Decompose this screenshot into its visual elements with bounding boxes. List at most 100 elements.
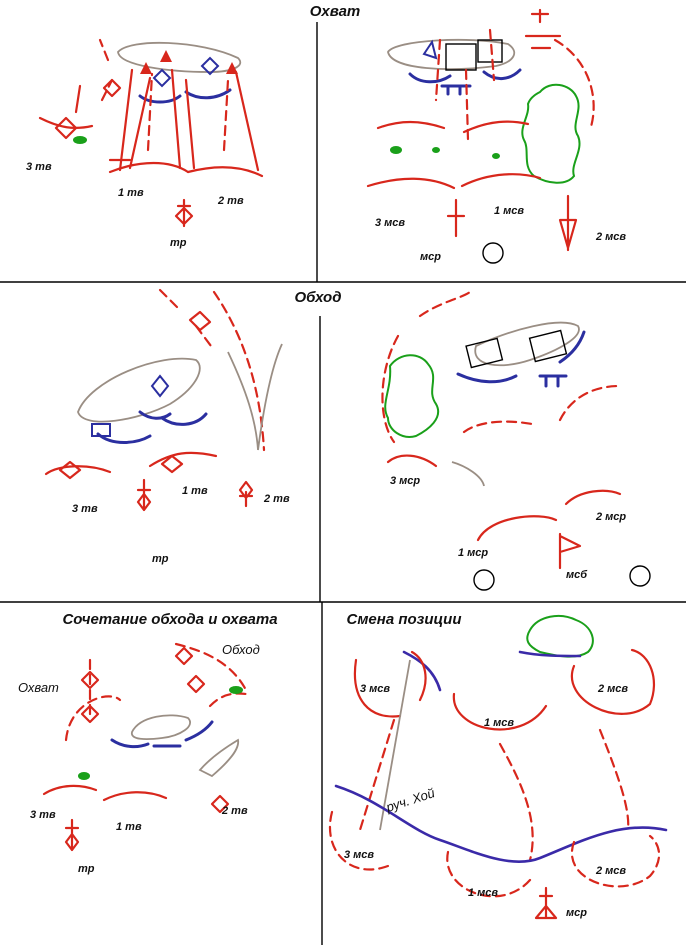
ravine xyxy=(198,738,239,778)
artillery-icon xyxy=(473,569,495,591)
tank-battalion-1 xyxy=(102,791,168,802)
command-post-icon xyxy=(482,242,504,264)
motor-rifle-battalion-1 xyxy=(460,173,542,188)
enemy-weapon-emplacement xyxy=(538,374,568,388)
panel-title-envelopment: Охват xyxy=(310,3,361,20)
defended-building xyxy=(445,43,477,71)
tank-battalion-2-icon xyxy=(210,794,230,814)
tank-battalion-line-1 xyxy=(108,161,190,174)
label-3msv-bot: 3 мсв xyxy=(344,849,374,861)
support-lines xyxy=(146,72,230,152)
bypass-route xyxy=(381,290,472,444)
tank-company-icon xyxy=(58,454,184,480)
label-1msr: 1 мср xyxy=(458,547,488,559)
strongpoint-outline xyxy=(117,41,241,73)
enemy-trench xyxy=(96,410,208,444)
tank-icon xyxy=(188,310,212,332)
road xyxy=(379,659,411,831)
enemy-tank-icon xyxy=(152,68,172,88)
withdrawal-routes xyxy=(358,718,630,862)
label-stream: руч. Хой xyxy=(383,785,436,815)
envelopment-route xyxy=(64,658,122,742)
motor-rifle-symbol-icon xyxy=(558,194,578,252)
strongpoint-outline xyxy=(131,714,191,740)
label-3tb: 3 тв xyxy=(72,503,98,515)
label-3msr: 3 мср xyxy=(390,475,420,487)
enemy-attack-arrows xyxy=(402,650,582,692)
panel-bypass: Обход 3 тв 1 тв 2 тв тр xyxy=(44,288,342,565)
envelopment-arrows xyxy=(128,68,260,172)
left-dashed xyxy=(98,38,114,102)
motor-rifle-battalion-flag-icon xyxy=(558,532,582,570)
tank-battalion-2-icon xyxy=(238,480,254,508)
panel-title-bypass: Обход xyxy=(295,289,342,306)
panel-combination: Сочетание обхода и охвата Охват Обход 3 … xyxy=(18,611,278,875)
command-post-icon xyxy=(629,565,651,587)
label-1msv-bot: 1 мсв xyxy=(468,887,498,899)
label-tr: тр xyxy=(78,863,95,875)
motor-rifle-position-1-new xyxy=(446,850,532,898)
tank-battalion-3 xyxy=(42,784,98,796)
motor-rifle-company-icon xyxy=(534,886,558,920)
tank-company-symbol-icon xyxy=(136,478,152,512)
label-2tb: 2 тв xyxy=(217,195,244,207)
tank-battalion-line xyxy=(148,451,218,468)
grid-lines xyxy=(0,22,686,945)
motor-rifle-position-1 xyxy=(452,692,548,731)
flank-line xyxy=(38,116,94,129)
attack-line xyxy=(108,68,134,172)
tank-battalion-line-2 xyxy=(186,166,264,178)
label-3msv-top: 3 мсв xyxy=(360,683,390,695)
strongpoint-outline xyxy=(474,321,580,367)
stream xyxy=(334,784,668,863)
defended-building xyxy=(465,337,504,369)
enemy-trench xyxy=(408,68,522,84)
tank-company-icon xyxy=(54,116,78,140)
forest-patch-icon xyxy=(73,136,87,144)
assault-lines xyxy=(462,384,622,434)
forest-outline xyxy=(384,354,439,438)
strongpoint-outline xyxy=(387,38,516,70)
enemy-tank-icon xyxy=(200,56,220,76)
label-1tb: 1 тв xyxy=(118,187,144,199)
enemy-weapon-emplacement xyxy=(440,84,472,96)
terrain-feature xyxy=(451,461,485,487)
defended-building xyxy=(477,39,503,63)
label-tr: тр xyxy=(170,237,187,249)
tank-company-symbol-icon xyxy=(174,198,194,228)
label-obkhod: Обход xyxy=(222,642,260,657)
forest-patch-icon xyxy=(78,686,243,780)
bypass-route xyxy=(158,288,216,352)
motor-rifle-company-2 xyxy=(564,489,622,506)
panel-title-position-change: Смена позиции xyxy=(347,611,462,628)
tank-icon xyxy=(102,78,122,98)
motor-rifle-position-2-new xyxy=(570,834,661,888)
label-3msv: 3 мсв xyxy=(375,217,405,229)
label-msb: мсб xyxy=(566,569,588,581)
ravine xyxy=(227,343,283,451)
enemy-tank-icon xyxy=(91,374,170,437)
strongpoint-outline xyxy=(77,357,201,423)
label-2tb: 2 тв xyxy=(263,493,290,505)
label-2msr: 2 мср xyxy=(595,511,626,523)
label-2tb: 2 тв xyxy=(221,805,248,817)
label-2msv-top: 2 мсв xyxy=(597,683,628,695)
motor-rifle-company-3 xyxy=(386,454,438,468)
label-3tb: 3 тв xyxy=(30,809,56,821)
enemy-trench xyxy=(184,88,232,100)
label-msr: мср xyxy=(420,251,441,263)
label-1msv-top: 1 мсв xyxy=(484,717,514,729)
tank-icon xyxy=(80,670,100,724)
forest-patch-icon xyxy=(390,146,500,159)
motor-rifle-company-1 xyxy=(476,515,558,542)
motor-rifle-position-3 xyxy=(353,650,427,718)
arrow-heads xyxy=(140,50,238,74)
forest-outline xyxy=(521,83,581,184)
panel-envelopment-msv: 3 мсв 1 мсв 2 мсв мср xyxy=(366,8,626,264)
tank-icon xyxy=(174,646,206,694)
label-3tb: 3 тв xyxy=(26,161,52,173)
enemy-trench xyxy=(456,330,586,384)
motor-rifle-position-2 xyxy=(570,648,655,715)
label-msr: мср xyxy=(566,907,587,919)
